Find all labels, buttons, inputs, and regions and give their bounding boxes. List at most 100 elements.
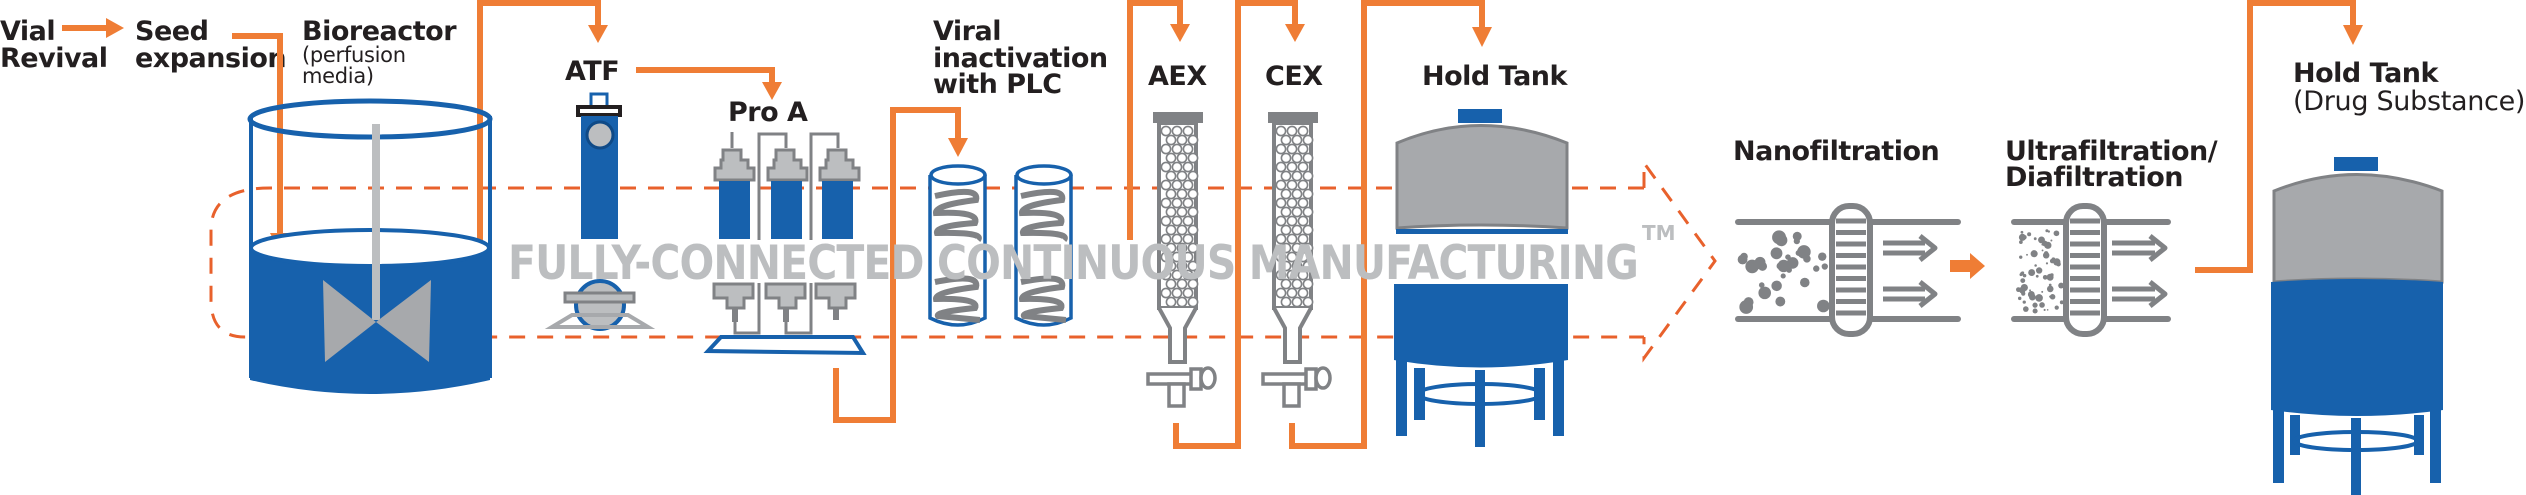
bead: [1165, 278, 1177, 290]
bead: [1187, 152, 1199, 164]
bead: [1160, 287, 1172, 299]
flow-arrow-icon: [2112, 234, 2168, 308]
bead: [1182, 161, 1194, 173]
particle: [1754, 256, 1766, 268]
bead: [1302, 296, 1314, 308]
bead: [1302, 242, 1314, 254]
particle: [2019, 286, 2025, 293]
bead: [1182, 233, 1194, 245]
particle: [2027, 232, 2032, 237]
bead: [1286, 215, 1298, 227]
bead: [1187, 278, 1199, 290]
bead: [1187, 296, 1199, 308]
particle: [2046, 285, 2054, 293]
label-vial-revival: Vial Revival: [0, 16, 108, 74]
bead: [1280, 188, 1292, 200]
bead: [1302, 260, 1314, 272]
trademark-symbol: TM: [1642, 221, 1676, 245]
bead: [1286, 233, 1298, 245]
filter-membrane: [2070, 218, 2100, 316]
bead: [1286, 287, 1298, 299]
label-bioreactor: Bioreactor (perfusion media): [302, 16, 458, 88]
bead: [1302, 152, 1314, 164]
particle: [1745, 302, 1752, 310]
particle: [2034, 264, 2037, 267]
particle: [2022, 300, 2026, 304]
svg-text:Nanofiltration: Nanofiltration: [1733, 136, 1939, 167]
bead: [1187, 170, 1199, 182]
bead: [1165, 170, 1177, 182]
bead: [1160, 161, 1172, 173]
flow-arrow-cex-to-hold-tank: [1289, 0, 1492, 449]
particle: [2029, 293, 2036, 301]
particle: [1775, 296, 1786, 307]
bead: [1176, 296, 1188, 308]
svg-text:AEX: AEX: [1148, 61, 1207, 92]
particle: [1775, 234, 1788, 247]
bead: [1291, 134, 1303, 146]
bead: [1182, 179, 1194, 191]
viral-inactivation-coils-icon: [928, 164, 1073, 327]
bead: [1280, 260, 1292, 272]
bead: [1297, 233, 1309, 245]
bead: [1286, 125, 1298, 137]
bead: [1176, 260, 1188, 272]
particle: [2039, 302, 2045, 308]
bead: [1291, 188, 1303, 200]
bead: [1176, 224, 1188, 236]
label-cex: CEX: [1265, 61, 1324, 92]
svg-text:Seed: Seed: [135, 16, 208, 47]
bead: [1297, 125, 1309, 137]
particle: [2035, 267, 2043, 274]
bead: [1160, 233, 1172, 245]
particle: [2020, 278, 2026, 284]
label-atf: ATF: [565, 56, 620, 87]
particle: [1821, 263, 1828, 270]
particle: [2049, 295, 2052, 298]
particle: [2054, 305, 2059, 310]
bead: [1280, 224, 1292, 236]
aex-column-icon: [1146, 112, 1217, 408]
nanofiltration-icon: [1735, 203, 1961, 337]
bead: [1176, 278, 1188, 290]
svg-text:Diafiltration: Diafiltration: [2005, 162, 2183, 193]
hold-tank-icon: [1394, 109, 1569, 447]
bead: [1171, 179, 1183, 191]
svg-text:Viral: Viral: [933, 16, 1001, 47]
bead: [1291, 170, 1303, 182]
bead: [1182, 215, 1194, 227]
particles: [1737, 230, 1830, 314]
cex-column-icon: [1261, 112, 1332, 408]
particle: [2046, 309, 2049, 311]
svg-text:with PLC: with PLC: [933, 69, 1062, 100]
coil-vessel-1: [928, 164, 987, 327]
svg-text:Revival: Revival: [0, 43, 108, 74]
bead: [1176, 242, 1188, 254]
bead: [1280, 152, 1292, 164]
flow-arrow-aex-to-cex: [1173, 0, 1305, 449]
bead: [1297, 269, 1309, 281]
flow-arrow-bioreactor-to-atf: [477, 0, 608, 285]
particle: [2050, 273, 2054, 277]
bead: [1291, 260, 1303, 272]
particle: [1770, 247, 1783, 260]
particle: [1817, 299, 1830, 313]
particle: [1797, 245, 1811, 259]
svg-text:CEX: CEX: [1265, 61, 1323, 92]
bead: [1291, 152, 1303, 164]
bead: [1171, 161, 1183, 173]
resin-beads: [1275, 125, 1314, 308]
flow-arrow-atf-to-pro-a: [636, 67, 782, 100]
coil-vessel-2: [1014, 164, 1073, 327]
bead: [1275, 197, 1287, 209]
bead: [1165, 260, 1177, 272]
bead: [1182, 287, 1194, 299]
svg-text:expansion: expansion: [135, 43, 286, 74]
particle: [1780, 273, 1786, 279]
bead: [1171, 143, 1183, 155]
flow-arrow-viral-to-aex: [1127, 0, 1190, 240]
bead: [1297, 215, 1309, 227]
bead: [1171, 287, 1183, 299]
bead: [1165, 188, 1177, 200]
bead: [1182, 143, 1194, 155]
